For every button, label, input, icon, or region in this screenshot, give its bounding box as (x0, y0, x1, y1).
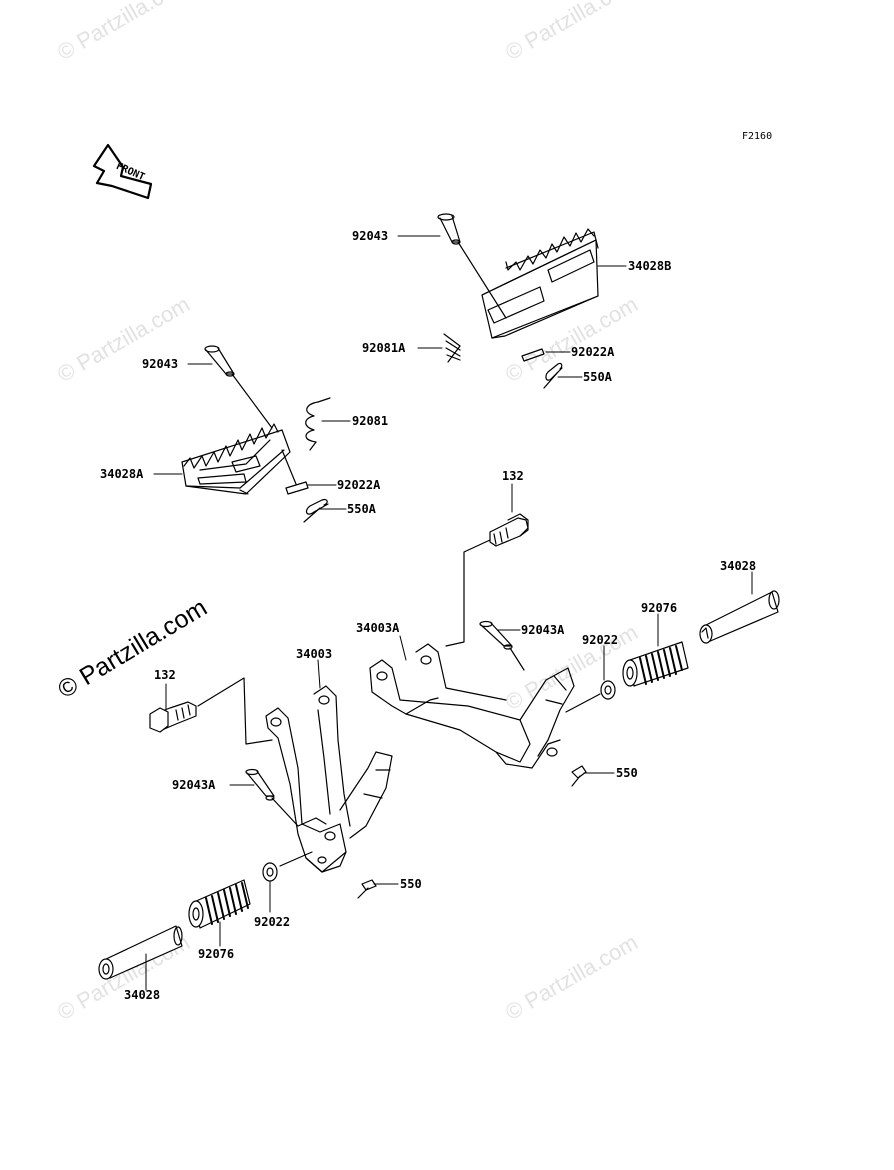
diagram-code: F2160 (742, 131, 773, 142)
label-132-left: 132 (154, 668, 176, 682)
spring-92081 (305, 397, 331, 451)
rubber-92076-left (188, 879, 251, 929)
label-550A-left: 550A (347, 502, 376, 516)
bracket-34003 (265, 685, 393, 873)
cotter-550-right (571, 765, 587, 787)
label-34003A: 34003A (356, 621, 400, 635)
spring-92081A (443, 333, 461, 363)
cotter-550A-right (543, 362, 563, 389)
pin-34028-left (98, 925, 183, 980)
label-34003: 34003 (296, 647, 333, 661)
label-92043A-left: 92043A (172, 778, 216, 792)
bolt-132-left (149, 677, 273, 745)
cotter-550A-left (303, 498, 329, 523)
leader-lines (145, 235, 753, 991)
label-34028B: 34028B (628, 259, 672, 273)
label-92081A: 92081A (362, 341, 406, 355)
label-92022-right: 92022 (582, 633, 619, 647)
label-92043A-right: 92043A (521, 623, 565, 637)
cotter-550-left (357, 879, 377, 899)
label-92043-left: 92043 (142, 357, 179, 371)
label-92022A-right: 92022A (571, 345, 615, 359)
bracket-34003A (369, 643, 575, 769)
pin-92043-left (204, 345, 273, 429)
pin-92043A-left (245, 768, 299, 827)
pin-34028-right (699, 590, 780, 644)
washer-92022-left (262, 851, 313, 882)
pin-92043-upper (437, 213, 507, 319)
rubber-92076-right (622, 641, 689, 687)
bolt-132-right (445, 513, 529, 647)
footpeg-right-upper (481, 228, 599, 339)
label-550-left: 550 (400, 877, 422, 891)
label-550A-right: 550A (583, 370, 612, 384)
label-92076-right: 92076 (641, 601, 678, 615)
washer-92022-right (565, 680, 616, 713)
label-34028-left: 34028 (124, 988, 161, 1002)
label-92022-left: 92022 (254, 915, 291, 929)
pin-92043A-right (479, 620, 525, 671)
label-132-right: 132 (502, 469, 524, 483)
label-92022A-left: 92022A (337, 478, 381, 492)
label-550-right: 550 (616, 766, 638, 780)
label-92076-left: 92076 (198, 947, 235, 961)
label-92043-upper: 92043 (352, 229, 389, 243)
label-34028A: 34028A (100, 467, 144, 481)
label-34028-right: 34028 (720, 559, 757, 573)
pin-92022A-right (521, 348, 545, 362)
footpeg-left-upper (181, 423, 291, 495)
front-arrow-icon (92, 143, 153, 200)
pin-92022A-left (281, 449, 309, 495)
label-92081: 92081 (352, 414, 389, 428)
